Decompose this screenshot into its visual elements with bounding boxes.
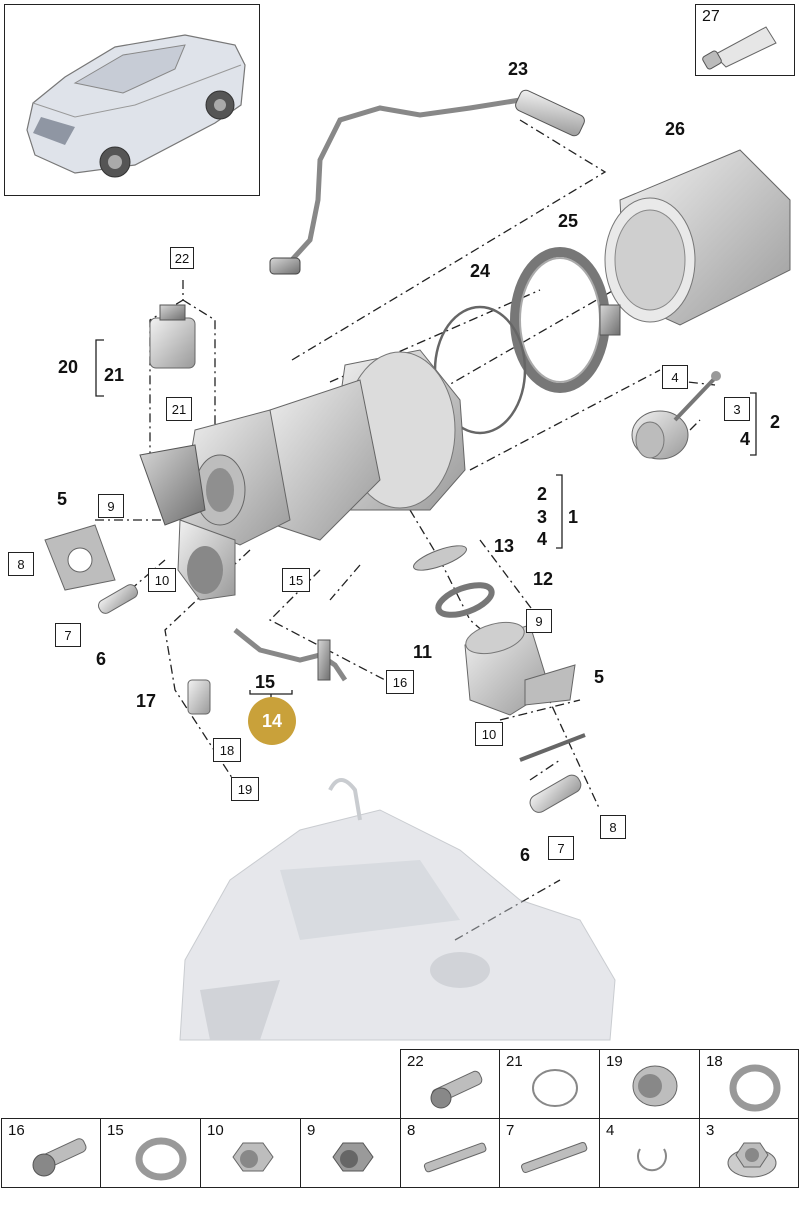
parts-cell-7: 7	[499, 1118, 600, 1188]
parts-cell-8: 8	[400, 1118, 500, 1188]
callout-20: 20	[58, 357, 79, 377]
boxed-callout-19: 19	[231, 777, 259, 801]
boxed-callout-3-actuator: 3	[724, 397, 750, 421]
callout-4-actuator: 4	[740, 429, 751, 449]
pressure-sensor	[149, 304, 196, 369]
callout-13: 13	[494, 536, 515, 556]
parts-cell-4: 4	[599, 1118, 700, 1188]
bolt-icon	[430, 1070, 483, 1109]
parts-label: 22	[407, 1053, 424, 1070]
oxygen-sensor-cable	[288, 97, 521, 264]
boxed-callout-10-left: 10	[148, 568, 176, 592]
parts-label: 15	[107, 1122, 124, 1139]
boxed-callout-9-right: 9	[526, 609, 552, 633]
o-ring-icon	[532, 1069, 578, 1107]
callout-6-left: 6	[96, 649, 107, 669]
washer-icon	[135, 1137, 187, 1181]
parts-label: 10	[207, 1122, 224, 1139]
parts-label: 8	[407, 1122, 416, 1139]
circlip-icon	[637, 1148, 667, 1172]
grease-tube-icon	[702, 26, 777, 70]
nut-icon	[332, 1142, 374, 1172]
callout-23: 23	[508, 59, 529, 79]
inset-label: 27	[702, 8, 720, 25]
boxed-callout-8-left: 8	[8, 552, 34, 576]
boxed-callout-8-right: 8	[600, 815, 626, 839]
inset-part-27: 27	[695, 4, 795, 76]
callout-6-right: 6	[520, 845, 531, 865]
parts-cell-9: 9	[300, 1118, 401, 1188]
stud-icon	[423, 1142, 487, 1173]
highlight-badge-14[interactable]: 14	[248, 697, 296, 745]
callout-11: 11	[413, 642, 433, 662]
boxed-callout-15: 15	[282, 568, 310, 592]
oil-feed-line	[233, 628, 348, 682]
callout-15: 15	[255, 672, 276, 692]
boxed-callout-21: 21	[166, 397, 192, 421]
car-illustration	[26, 34, 246, 178]
wastegate-actuator	[631, 371, 721, 460]
nut-icon	[232, 1142, 274, 1172]
boxed-callout-7-right: 7	[548, 836, 574, 860]
callout-3-turbo: 3	[537, 507, 548, 527]
boxed-callout-4-actuator: 4	[662, 365, 688, 389]
parts-label: 19	[606, 1053, 623, 1070]
parts-label: 21	[506, 1053, 523, 1070]
flange-nut-icon	[727, 1142, 777, 1178]
parts-cell-22: 22	[400, 1049, 500, 1119]
stud-icon	[521, 1141, 588, 1173]
boxed-callout-16: 16	[386, 670, 414, 694]
callout-21: 21	[104, 365, 125, 385]
callout-2-actuator: 2	[770, 412, 781, 432]
parts-cell-16: 16	[1, 1118, 101, 1188]
parts-cell-18: 18	[699, 1049, 799, 1119]
parts-label: 9	[307, 1122, 316, 1139]
callout-5-right: 5	[594, 667, 605, 687]
vehicle-thumbnail	[4, 4, 260, 196]
callout-25: 25	[558, 211, 579, 231]
parts-cell-21: 21	[499, 1049, 600, 1119]
boxed-callout-9-left: 9	[98, 494, 124, 518]
boxed-callout-10-right: 10	[475, 722, 503, 746]
boxed-callout-7-left: 7	[55, 623, 81, 647]
parts-label: 3	[706, 1122, 715, 1139]
parts-label: 18	[706, 1053, 723, 1070]
callout-2-turbo: 2	[537, 484, 548, 504]
boxed-callout-22: 22	[170, 247, 194, 269]
boxed-callout-18: 18	[213, 738, 241, 762]
turbocharger	[139, 349, 466, 601]
parts-label: 7	[506, 1122, 515, 1139]
parts-label: 16	[8, 1122, 25, 1139]
parts-cell-19: 19	[599, 1049, 700, 1119]
callout-4-turbo: 4	[537, 529, 548, 549]
callout-26: 26	[665, 119, 686, 139]
plug-icon	[632, 1065, 678, 1107]
callout-24: 24	[470, 261, 491, 281]
catalytic-converter	[604, 149, 791, 326]
bolt-icon	[32, 1138, 87, 1177]
parts-cell-15: 15	[100, 1118, 201, 1188]
callout-17: 17	[136, 691, 157, 711]
sealing-ring-icon	[729, 1064, 781, 1112]
engine-block	[179, 778, 616, 1041]
callout-1: 1	[568, 507, 579, 527]
parts-label: 4	[606, 1122, 615, 1139]
callout-5-left: 5	[57, 489, 68, 509]
parts-cell-3: 3	[699, 1118, 799, 1188]
parts-cell-10: 10	[200, 1118, 301, 1188]
callout-12: 12	[533, 569, 554, 589]
